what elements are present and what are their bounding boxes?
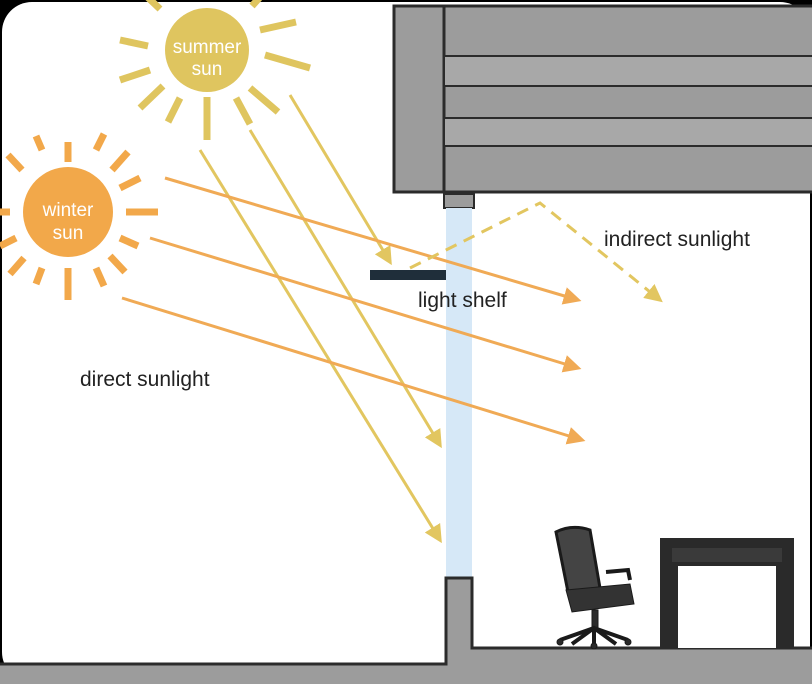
office-chair — [554, 525, 635, 650]
winter-sun: winter sun — [0, 132, 158, 300]
summer-sun-disk — [165, 8, 249, 92]
desk — [660, 538, 794, 648]
direct-sunlight-label: direct sunlight — [80, 368, 210, 391]
winter-sunlight-rays — [121, 176, 586, 445]
winter-sun-disk — [23, 167, 113, 257]
light-shelf-label: light shelf — [418, 289, 507, 312]
winter-sun-label-line2: sun — [53, 223, 84, 244]
window-glass — [446, 208, 472, 578]
light-shelf — [370, 270, 446, 280]
summer-sun-label-line1: summer — [173, 37, 242, 58]
indirect-sunlight-label: indirect sunlight — [604, 228, 750, 251]
building-floor — [0, 576, 812, 684]
winter-sun-label-line1: winter — [42, 200, 94, 221]
summer-sunlight-rays — [198, 94, 442, 544]
building-overhang — [392, 4, 812, 209]
summer-sun: summer sun — [118, 0, 311, 140]
summer-sun-label-line2: sun — [192, 59, 223, 80]
indirect-sunlight-path — [409, 201, 663, 303]
